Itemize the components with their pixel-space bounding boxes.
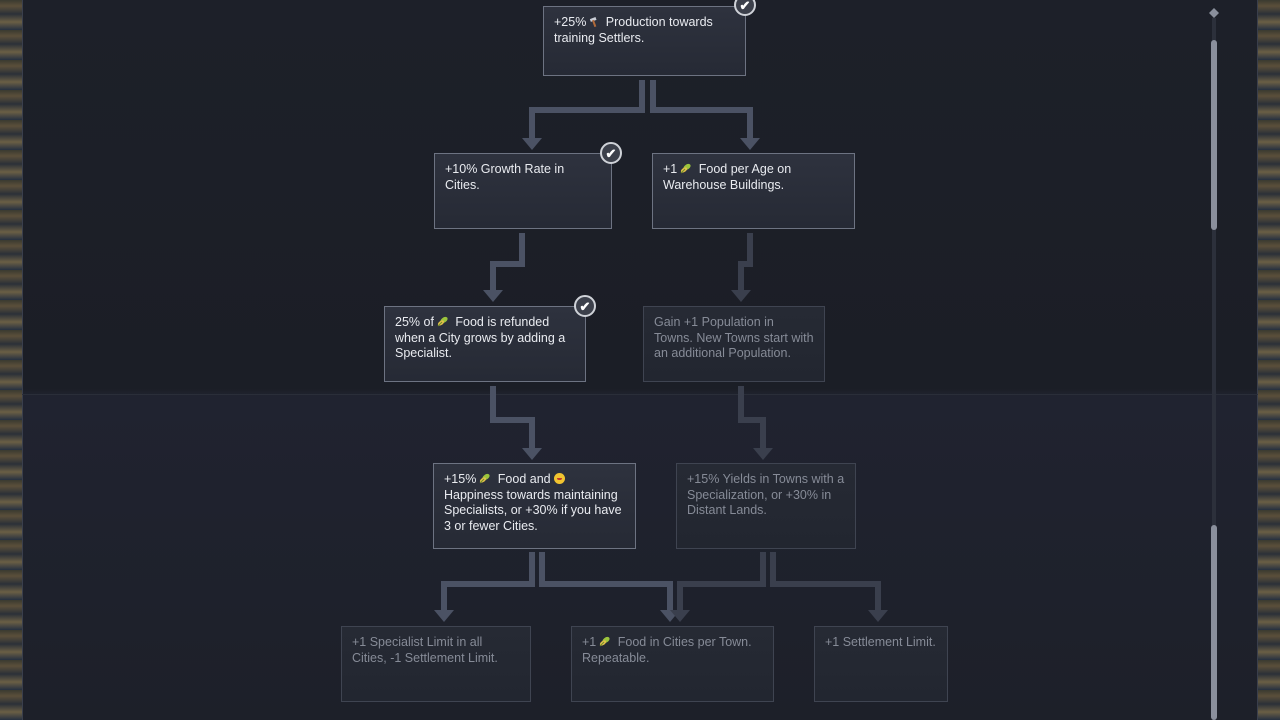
arrowhead: [740, 138, 760, 150]
attribute-node-town-population[interactable]: Gain +1 Population in Towns. New Towns s…: [643, 306, 825, 382]
node-text: +1 Specialist Limit in all Cities, -1 Se…: [352, 635, 498, 665]
node-text: +10% Growth Rate in Cities.: [445, 162, 565, 192]
node-text: +15% Yields in Towns with a Specializati…: [687, 472, 845, 517]
map-edge-left: [0, 0, 22, 720]
connector-4-6: [490, 386, 535, 450]
node-text: Food per Age on Warehouse Buildings.: [663, 162, 792, 192]
arrowhead: [522, 448, 542, 460]
map-edge-right: [1258, 0, 1280, 720]
arrowhead: [434, 610, 454, 622]
attribute-node-food-per-town[interactable]: +1 Food in Cities per Town. Repeatable.: [571, 626, 774, 702]
connector-5-7: [738, 386, 766, 450]
checkmark-icon: ✔: [734, 0, 756, 16]
connector-7-10: [770, 552, 881, 612]
node-text: 25% of: [395, 315, 434, 329]
connector-7-9: [677, 552, 766, 612]
scroll-up-diamond-icon[interactable]: [1209, 8, 1219, 18]
connector-6-9: [539, 552, 673, 612]
arrowhead: [731, 290, 751, 302]
checkmark-icon: ✔: [574, 295, 596, 317]
scrollbar-track[interactable]: [1212, 18, 1216, 718]
connector-2-4: [490, 233, 525, 292]
node-text: Food and: [494, 472, 551, 486]
scrollbar-thumb-lower[interactable]: [1211, 525, 1217, 720]
attribute-node-specialist-limit[interactable]: +1 Specialist Limit in all Cities, -1 Se…: [341, 626, 531, 702]
node-text: +25%: [554, 15, 587, 29]
scrollbar-thumb-upper[interactable]: [1211, 40, 1217, 230]
connector-6-8: [441, 552, 535, 612]
arrowhead: [522, 138, 542, 150]
node-text: +15%: [444, 472, 477, 486]
food-icon: [437, 316, 448, 327]
attribute-node-settlement-limit[interactable]: +1 Settlement Limit.: [814, 626, 948, 702]
hammer-icon: [590, 17, 597, 27]
checkmark-icon: ✔: [600, 142, 622, 164]
node-text: Food is refunded when a City grows by ad…: [395, 315, 566, 360]
food-icon: [479, 473, 490, 484]
panel-divider: [22, 394, 1258, 395]
connector-1-3: [650, 80, 753, 140]
attribute-node-prod-settlers[interactable]: +25% Production towards training Settler…: [543, 6, 746, 76]
attribute-node-growth-rate[interactable]: +10% Growth Rate in Cities.: [434, 153, 612, 229]
node-text: Gain +1 Population in Towns. New Towns s…: [654, 315, 814, 360]
node-text: +1 Settlement Limit.: [825, 635, 936, 649]
attribute-node-food-refund[interactable]: 25% of Food is refunded when a City grow…: [384, 306, 586, 382]
happiness-icon: [553, 473, 565, 484]
arrowhead: [483, 290, 503, 302]
arrowhead: [868, 610, 888, 622]
attribute-node-food-warehouse[interactable]: +1 Food per Age on Warehouse Buildings.: [652, 153, 855, 229]
attribute-node-food-happiness[interactable]: +15% Food and Happiness towards maintain…: [433, 463, 636, 549]
node-text: +1: [582, 635, 597, 649]
attribute-tree-panel: [22, 0, 1258, 720]
arrowhead: [753, 448, 773, 460]
connector-1-2: [529, 80, 645, 140]
node-text: +1: [663, 162, 678, 176]
attribute-node-town-yields[interactable]: +15% Yields in Towns with a Specializati…: [676, 463, 856, 549]
connector-3-5: [738, 233, 753, 292]
food-icon: [680, 163, 691, 174]
node-text: Production towards training Settlers.: [554, 15, 713, 45]
node-text: Food in Cities per Town. Repeatable.: [582, 635, 752, 665]
arrowhead: [670, 610, 690, 622]
node-text: Happiness towards maintaining Specialist…: [444, 487, 622, 533]
food-icon: [599, 636, 610, 647]
